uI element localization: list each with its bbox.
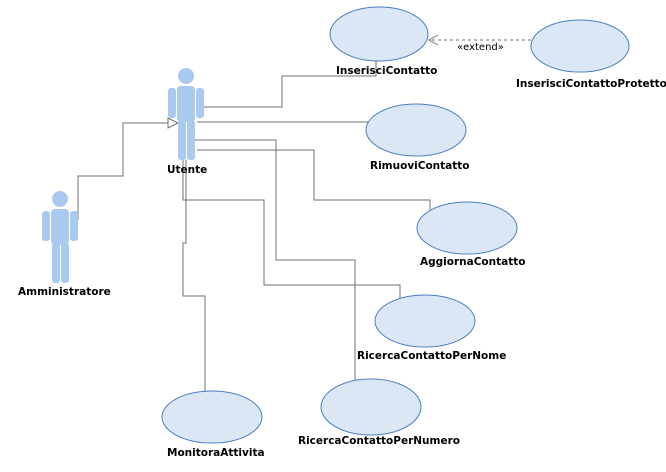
actor-utente-right-arm — [196, 88, 204, 118]
use-case-label-ricerca-contatto-per-numero: RicercaContattoPerNumero — [298, 435, 460, 447]
actor-utente-head — [178, 68, 194, 84]
association-utente-inserisci — [203, 61, 377, 108]
use-case-inserisci-contatto-protetto[interactable] — [530, 19, 630, 73]
actor-utente-left-arm — [168, 88, 176, 118]
actor-amministratore-left-leg — [52, 243, 60, 283]
actor-utente-torso — [177, 86, 195, 122]
use-case-label-inserisci-contatto: InserisciContatto — [336, 65, 438, 77]
actor-amministratore-right-arm — [70, 211, 78, 241]
generalization-arrowhead — [167, 117, 180, 129]
association-utente-ricerca-numero — [191, 139, 356, 383]
association-utente-aggiorna — [197, 149, 431, 210]
use-case-label-rimuovi-contatto: RimuoviContatto — [370, 160, 470, 172]
actor-amministratore-figure[interactable] — [42, 191, 78, 283]
actor-amministratore-head — [52, 191, 68, 207]
actor-label-utente: Utente — [167, 164, 208, 176]
extend-arrowhead — [427, 34, 439, 46]
use-case-inserisci-contatto[interactable] — [329, 6, 429, 62]
association-utente-ricerca-nome — [182, 160, 401, 299]
use-case-aggiorna-contatto[interactable] — [416, 201, 518, 255]
actor-label-amministratore: Amministratore — [18, 286, 111, 298]
actor-utente-right-leg — [187, 120, 195, 160]
use-case-label-monitora-attivita: MonitoraAttivita — [167, 447, 265, 459]
use-case-ricerca-contatto-per-nome[interactable] — [374, 294, 476, 348]
actor-utente-left-leg — [178, 120, 186, 160]
actor-amministratore-left-arm — [42, 211, 50, 241]
actor-amministratore-right-leg — [61, 243, 69, 283]
use-case-label-ricerca-contatto-per-nome: RicercaContattoPerNome — [357, 350, 507, 362]
use-cases — [161, 6, 630, 444]
actor-utente-figure[interactable] — [168, 68, 204, 160]
actor-amministratore-torso — [51, 209, 69, 245]
use-case-monitora-attivita[interactable] — [161, 390, 263, 444]
association-utente-monitora — [182, 160, 206, 395]
use-case-label-inserisci-contatto-protetto: InserisciContattoProtetto — [516, 78, 666, 90]
use-case-ricerca-contatto-per-numero[interactable] — [320, 378, 422, 436]
use-case-rimuovi-contatto[interactable] — [365, 103, 467, 157]
use-case-label-aggiorna-contatto: AggiornaContatto — [420, 256, 526, 268]
extend-stereotype-label: «extend» — [457, 42, 504, 53]
generalization-amministratore-utente — [77, 122, 168, 220]
